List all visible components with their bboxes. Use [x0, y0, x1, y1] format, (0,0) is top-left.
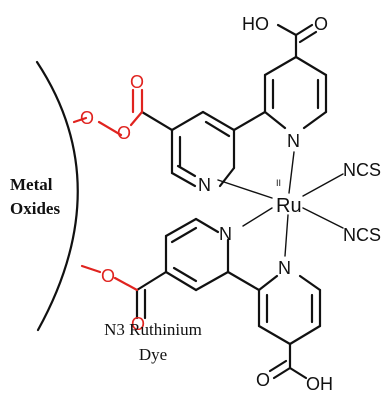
- bottom-carboxylic-acid: [268, 342, 308, 380]
- caption-line2: Dye: [139, 345, 167, 364]
- bottom-hydroxyl: OH: [306, 374, 333, 394]
- o-upper-left-ester: O: [117, 123, 131, 143]
- o-lower-left-ester: O: [101, 266, 115, 286]
- surface-arc: [35, 60, 79, 332]
- surface-label-line1: Metal: [10, 175, 53, 194]
- upper-left-pyridine: [170, 110, 236, 188]
- ru-coordination-bonds: [217, 151, 344, 257]
- ncs-top: NCS: [343, 160, 381, 180]
- top-hydroxyl: HO: [242, 14, 269, 34]
- caption-line1: N3 Ruthinium: [104, 320, 202, 339]
- ru-oxidation-state: II: [276, 178, 281, 188]
- lower-left-pyridine: [164, 217, 230, 292]
- top-carboxylic-acid: [276, 23, 318, 59]
- o-upper-left-carbonyl: O: [130, 72, 144, 92]
- surface-label-line2: Oxides: [10, 199, 60, 218]
- n-upper-left: N: [198, 175, 211, 195]
- o-upper-left-surface: O: [80, 108, 94, 128]
- top-carbonyl-o: O: [314, 14, 328, 34]
- o-lower-left-carbonyl: O: [131, 314, 145, 334]
- ncs-bottom: NCS: [343, 225, 381, 245]
- n-lower-left: N: [219, 224, 232, 244]
- lower-right-pyridine: [226, 270, 322, 346]
- n-upper-right: N: [287, 131, 300, 151]
- n-lower-right: N: [278, 258, 291, 278]
- ru-center: Ru: [276, 195, 302, 217]
- upper-right-pyridine: [232, 55, 328, 132]
- lower-left-carboxylate: [80, 264, 168, 320]
- bottom-carbonyl-o: O: [256, 370, 270, 390]
- upper-left-carboxylate: [72, 88, 174, 137]
